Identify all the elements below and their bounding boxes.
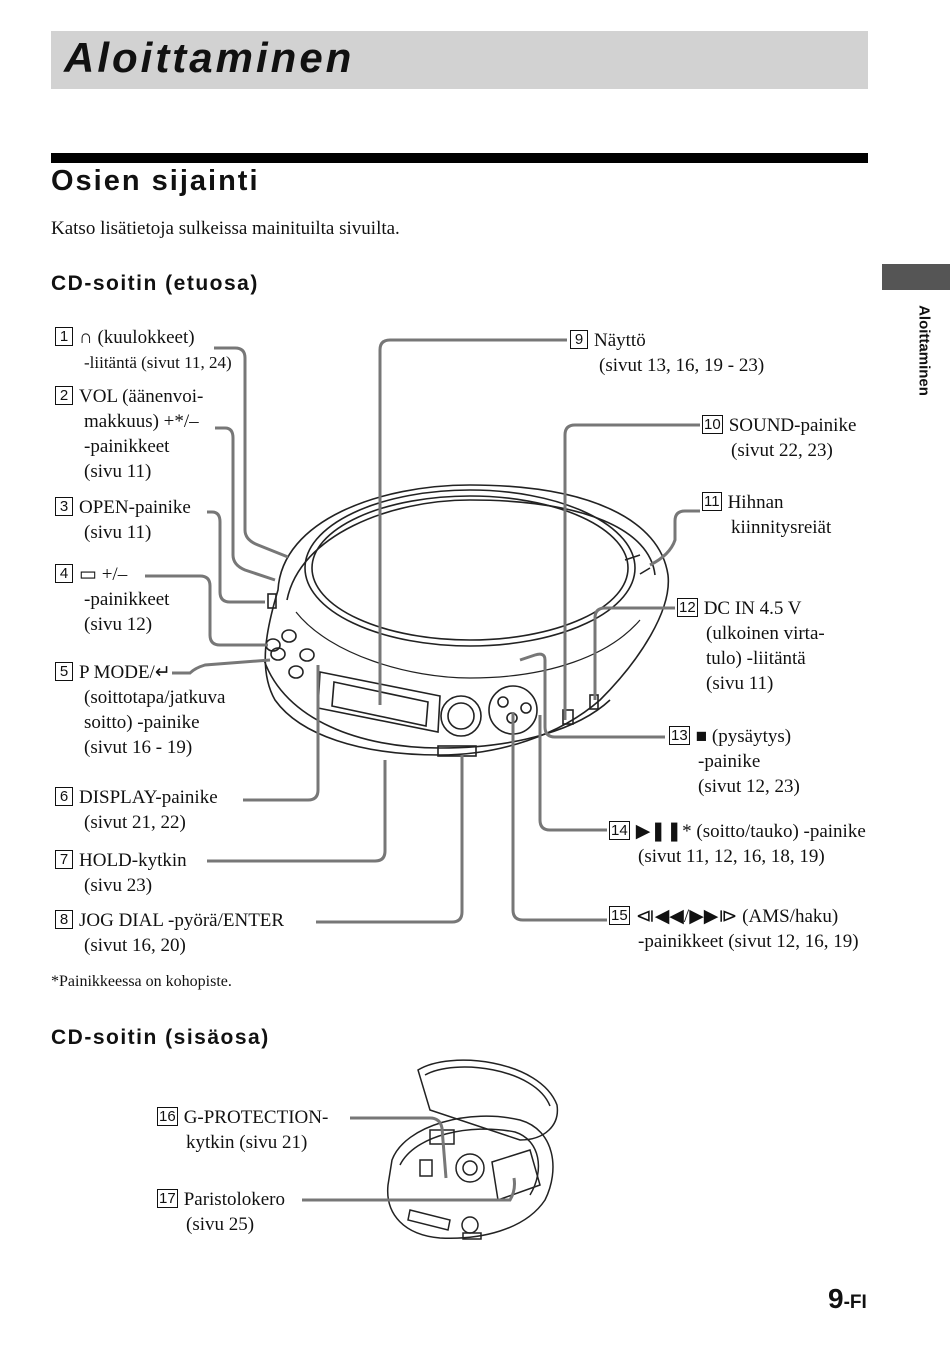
label-15-ams-buttons: 15⧏◀◀/▶▶⧐ (AMS/haku) -painikkeet (sivut … <box>609 906 859 952</box>
label-1-headphones-jack: 1∩ (kuulokkeet) -liitäntä (sivut 11, 24) <box>55 325 232 375</box>
front-view-title: CD-soitin (etuosa) <box>51 272 259 295</box>
label-14-play-pause-button: 14▶❚❚* (soitto/tauko) -painike (sivut 11… <box>609 821 866 867</box>
section-title: Osien sijainti <box>51 165 260 197</box>
inside-view-title: CD-soitin (sisäosa) <box>51 1026 270 1049</box>
side-tab <box>882 264 950 290</box>
label-4-folder-buttons: 4▭ +/– -painikkeet (sivu 12) <box>55 562 169 637</box>
page-number: 9-FI <box>828 1283 867 1314</box>
title-bar <box>51 31 868 89</box>
page-title: Aloittaminen <box>64 34 355 81</box>
footnote: *Painikkeessa on kohopiste. <box>51 973 232 990</box>
intro-text: Katso lisätietoja sulkeissa mainituilta … <box>51 218 400 239</box>
section-rule <box>51 153 868 163</box>
label-13-stop-button: 13■ (pysäytys) -painike (sivut 12, 23) <box>669 726 800 797</box>
